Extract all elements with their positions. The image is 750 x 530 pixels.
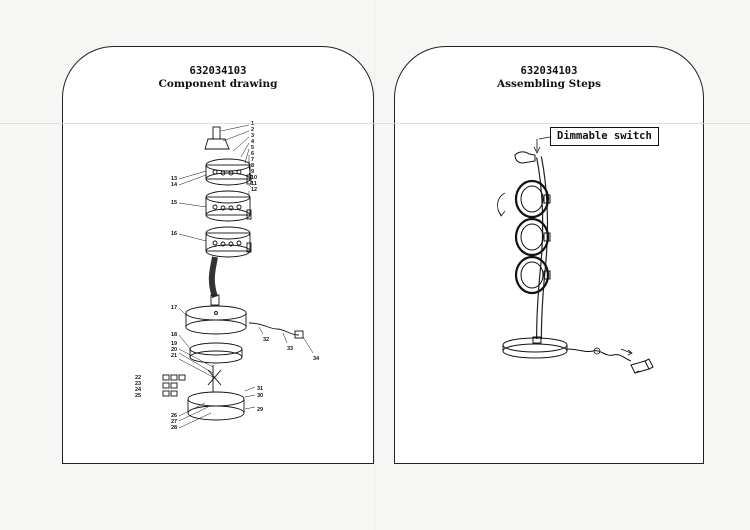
curved-stem: [208, 256, 218, 298]
part-label-30: 30: [257, 393, 263, 399]
ring-assembly-1: [205, 158, 252, 186]
top-cap: [212, 126, 221, 140]
assembled-ring-2: [514, 217, 551, 257]
part-label-17: 17: [171, 305, 177, 311]
base-bottom-disc: [187, 391, 245, 421]
part-label-24: 24: [135, 387, 142, 393]
part-label-26: 26: [171, 413, 177, 419]
finger-press-icon: [514, 151, 536, 164]
exploded-lamp-diagram: 1 2 3 4 5 6 7 8 9 10 11 12 13 14 15 16 1…: [135, 121, 320, 431]
part-label-18: 18: [171, 332, 177, 338]
base-top-disc: [185, 305, 247, 335]
ring-assembly-3: [205, 226, 252, 258]
assembled-lamp-diagram: [497, 136, 654, 374]
part-label-32: 32: [263, 337, 269, 343]
part-label-13: 13: [171, 176, 177, 182]
part-label-19: 19: [171, 341, 177, 347]
power-adapter-icon: [630, 358, 654, 374]
part-label-20: 20: [171, 347, 177, 353]
part-label-23: 23: [135, 381, 141, 387]
part-label-33: 33: [287, 346, 293, 352]
part-label-8: 8: [251, 163, 254, 169]
leader-lines: [178, 124, 314, 429]
scan-artifact-line: [0, 123, 750, 124]
assembled-base: [502, 336, 568, 359]
small-hardware: [162, 365, 222, 397]
component-drawing-panel: 632034103 Component drawing: [62, 46, 374, 464]
part-label-12: 12: [251, 187, 257, 193]
assembling-steps-title: Assembling Steps: [496, 78, 602, 90]
assembled-ring-3: [514, 255, 551, 295]
part-label-6: 6: [251, 151, 254, 157]
part-label-31: 31: [257, 386, 263, 392]
part-label-9: 9: [251, 169, 254, 175]
part-label-29: 29: [257, 407, 263, 413]
dimmable-switch-callout: Dimmable switch: [550, 127, 659, 146]
base-inner-plate: [189, 342, 243, 364]
part-label-21: 21: [171, 353, 177, 359]
part-label-3: 3: [251, 133, 254, 139]
component-drawing-title: Component drawing: [158, 78, 278, 90]
part-label-16: 16: [171, 231, 177, 237]
assembling-steps-panel: 632034103 Assembling Steps: [394, 46, 704, 464]
ring-assembly-2: [205, 190, 252, 222]
part-label-27: 27: [171, 419, 177, 425]
plug-adapter: [294, 330, 304, 339]
stem-connector: [210, 294, 220, 306]
power-cord: [248, 322, 300, 336]
assembled-power-cord: [566, 348, 632, 362]
top-tube: [204, 138, 230, 150]
part-label-1: 1: [251, 121, 254, 127]
callout-pointer: [538, 136, 551, 140]
part-label-25: 25: [135, 393, 141, 399]
part-label-15: 15: [171, 200, 177, 206]
page-fold: [374, 0, 376, 530]
part-label-7: 7: [251, 157, 254, 163]
part-label-11: 11: [251, 181, 257, 187]
part-label-10: 10: [251, 175, 257, 181]
part-label-22: 22: [135, 375, 141, 381]
model-number-right: 632034103: [520, 65, 578, 77]
part-label-34: 34: [313, 356, 320, 362]
part-label-5: 5: [251, 145, 254, 151]
assembled-ring-1: [514, 179, 551, 219]
part-label-28: 28: [171, 425, 177, 431]
part-label-14: 14: [171, 182, 178, 188]
part-label-4: 4: [251, 139, 255, 145]
part-label-2: 2: [251, 127, 254, 133]
model-number-left: 632034103: [189, 65, 247, 77]
part-number-labels: 1 2 3 4 5 6 7 8 9 10 11 12 13 14 15 16 1…: [135, 121, 320, 431]
